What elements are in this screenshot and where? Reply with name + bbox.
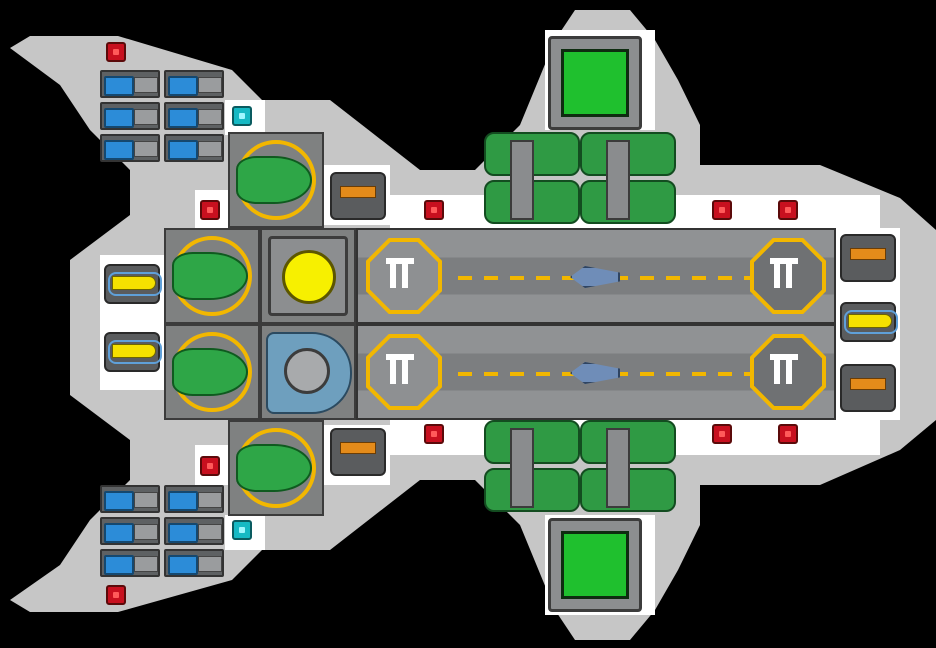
monitor-screen-icon bbox=[561, 531, 629, 599]
red-node-icon[interactable] bbox=[778, 424, 798, 444]
shield-console-icon bbox=[266, 332, 352, 414]
drone-bay-room[interactable] bbox=[228, 420, 324, 516]
monitor-bottom[interactable] bbox=[548, 518, 642, 612]
red-node-icon[interactable] bbox=[424, 200, 444, 220]
orange-turret-icon[interactable] bbox=[330, 172, 386, 220]
launch-pad-icon[interactable] bbox=[750, 334, 826, 410]
drone-bay-room[interactable] bbox=[164, 228, 260, 324]
drone-bay-room[interactable] bbox=[164, 324, 260, 420]
green-drone-pod-icon bbox=[236, 156, 312, 204]
pipe-connector bbox=[606, 140, 630, 220]
fighter-icon[interactable] bbox=[570, 266, 620, 288]
battery-cell-icon bbox=[100, 517, 160, 545]
red-node-icon[interactable] bbox=[778, 200, 798, 220]
launch-pad-icon[interactable] bbox=[366, 238, 442, 314]
fighter-icon[interactable] bbox=[570, 362, 620, 384]
yellow-missile-launcher-icon[interactable] bbox=[840, 302, 898, 342]
red-node-icon[interactable] bbox=[106, 42, 126, 62]
monitor-screen-icon bbox=[561, 49, 629, 117]
pipe-connector bbox=[510, 140, 534, 220]
reactor-room[interactable] bbox=[260, 228, 356, 324]
yellow-missile-launcher-icon[interactable] bbox=[104, 264, 162, 304]
monitor-top[interactable] bbox=[548, 36, 642, 130]
battery-cell-icon bbox=[100, 134, 160, 162]
cyan-node-icon[interactable] bbox=[232, 106, 252, 126]
battery-cell-icon bbox=[164, 549, 224, 577]
hangar-bay-top[interactable] bbox=[356, 228, 836, 324]
battery-cell-icon bbox=[164, 485, 224, 513]
green-drone-pod-icon bbox=[172, 348, 248, 396]
orange-turret-icon[interactable] bbox=[330, 428, 386, 476]
shield-dome-icon bbox=[284, 348, 330, 394]
red-node-icon[interactable] bbox=[712, 200, 732, 220]
cyan-node-icon[interactable] bbox=[232, 520, 252, 540]
pipe-connector bbox=[606, 428, 630, 508]
battery-cell-icon bbox=[164, 70, 224, 98]
battery-cell-icon bbox=[100, 549, 160, 577]
battery-cell-icon bbox=[164, 102, 224, 130]
drone-bay-room[interactable] bbox=[228, 132, 324, 228]
hangar-bay-bottom[interactable] bbox=[356, 324, 836, 420]
green-drone-pod-icon bbox=[172, 252, 248, 300]
red-node-icon[interactable] bbox=[200, 200, 220, 220]
battery-cell-icon bbox=[100, 70, 160, 98]
battery-cell-icon bbox=[164, 517, 224, 545]
orange-turret-icon[interactable] bbox=[840, 234, 896, 282]
launch-pad-icon[interactable] bbox=[366, 334, 442, 410]
orange-turret-icon[interactable] bbox=[840, 364, 896, 412]
yellow-missile-launcher-icon[interactable] bbox=[104, 332, 162, 372]
red-node-icon[interactable] bbox=[424, 424, 444, 444]
red-node-icon[interactable] bbox=[200, 456, 220, 476]
battery-cell-icon bbox=[164, 134, 224, 162]
pipe-connector bbox=[510, 428, 534, 508]
red-node-icon[interactable] bbox=[106, 585, 126, 605]
battery-cell-icon bbox=[100, 485, 160, 513]
yellow-reactor-core-icon bbox=[282, 250, 336, 304]
red-node-icon[interactable] bbox=[712, 424, 732, 444]
launch-pad-icon[interactable] bbox=[750, 238, 826, 314]
battery-cell-icon bbox=[100, 102, 160, 130]
green-drone-pod-icon bbox=[236, 444, 312, 492]
shield-room[interactable] bbox=[260, 324, 356, 420]
